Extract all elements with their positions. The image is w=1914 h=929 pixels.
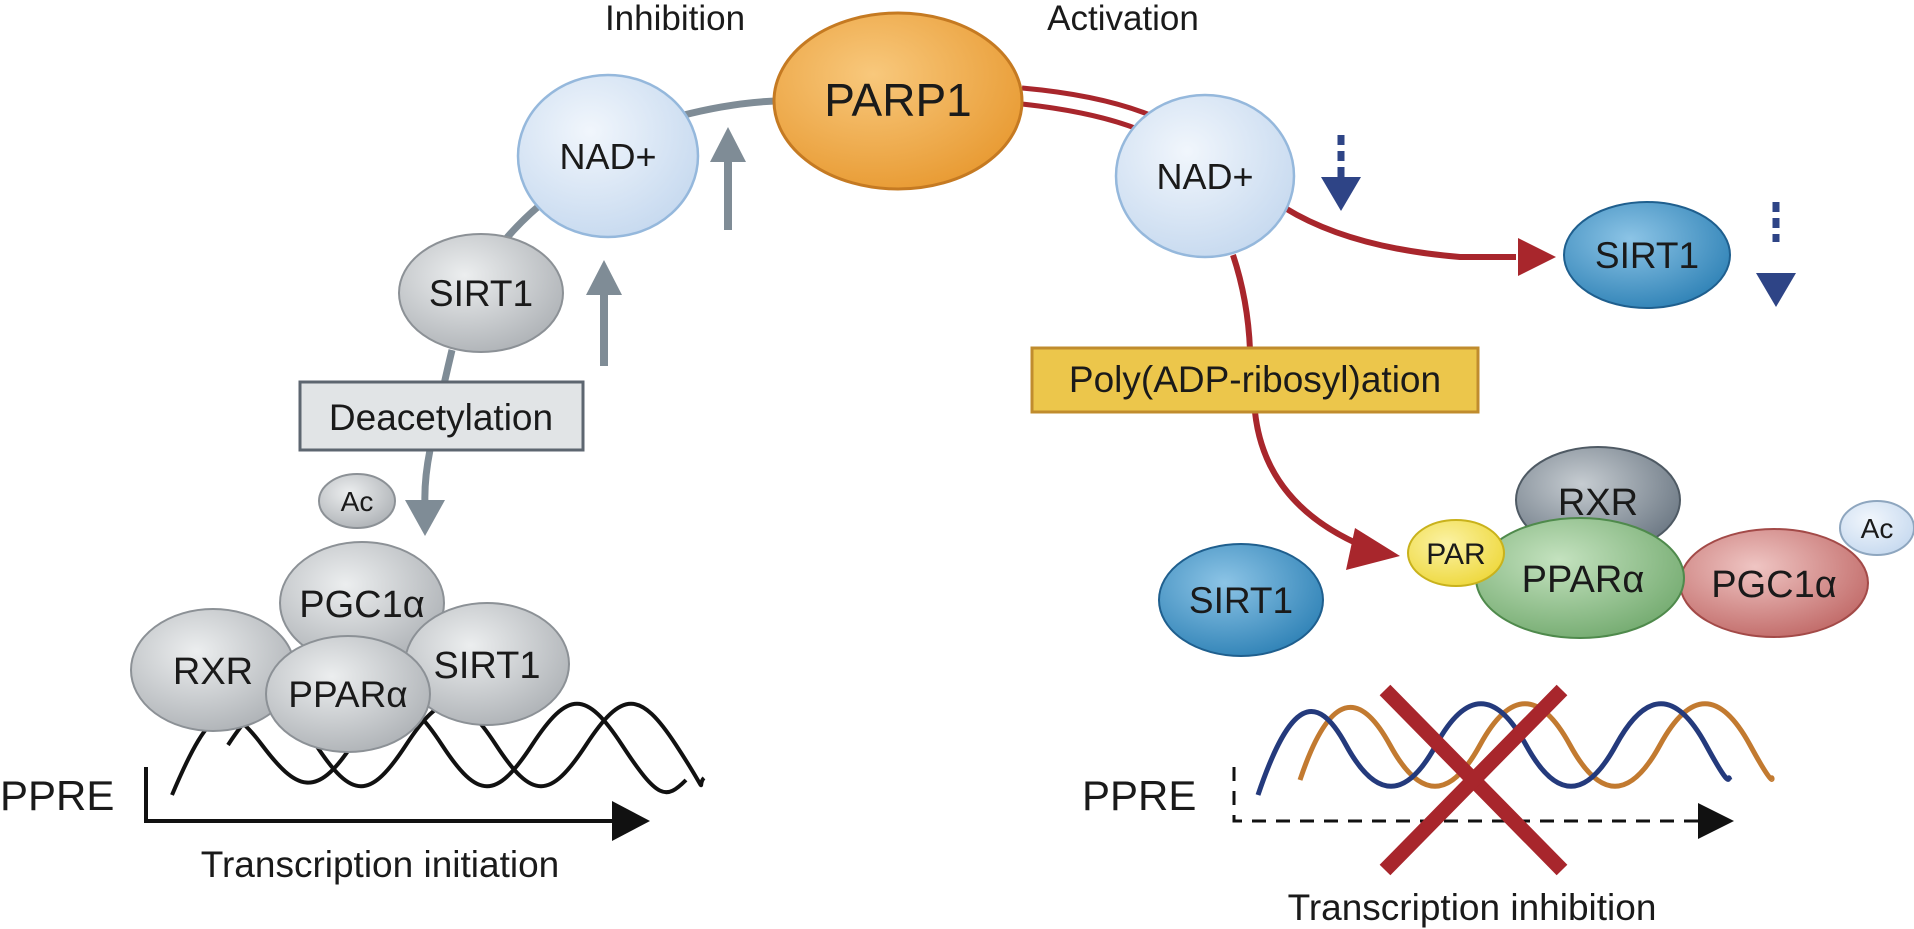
nad-left-label: NAD+ (559, 136, 656, 177)
red-arrowhead-complex (1346, 528, 1400, 570)
ppre-left-label: PPRE (0, 772, 114, 819)
rxr-right-label: RXR (1558, 482, 1638, 524)
pgc1a-right-label: PGC1α (1711, 564, 1836, 606)
red-arrow-to-complex (1252, 411, 1367, 550)
parp1-label: PARP1 (824, 74, 971, 126)
parp1-node: PARP1 (772, 11, 1024, 191)
dotted-down-arrow-2-head (1756, 273, 1796, 307)
ppara-node-right: PPARα (1475, 517, 1685, 639)
par-label: PAR (1426, 538, 1485, 571)
poly-adp-ribosylation-label: Poly(ADP-ribosyl)ation (1069, 359, 1441, 400)
up-arrow-head-2 (586, 260, 622, 295)
promoter-arrowhead-left (612, 801, 650, 841)
red-double-line-bottom (1021, 101, 1141, 133)
up-arrow-head-1 (710, 127, 746, 162)
transcription-inhibition-label: Transcription inhibition (1288, 887, 1657, 928)
red-arrowhead-sirt1 (1518, 238, 1556, 276)
dotted-down-arrow-1-head (1321, 177, 1361, 211)
activation-label: Activation (1047, 0, 1199, 38)
left-ppre-promoter: PPRE Transcription initiation (0, 767, 650, 885)
deacetylation-box: Deacetylation (298, 380, 585, 452)
ppre-right-label: PPRE (1082, 772, 1196, 819)
red-arrow-to-sirt1 (1283, 205, 1516, 260)
sirt1-node-right-top: SIRT1 (1563, 201, 1731, 309)
promoter-line-right (1232, 767, 1700, 823)
pgc1a-node-left: PGC1α (279, 541, 445, 665)
deacetylation-label: Deacetylation (329, 397, 553, 438)
gray-arc-connector (679, 97, 776, 120)
dna-strand-orange (1297, 701, 1775, 789)
promoter-line-left (144, 767, 620, 823)
gray-down-arrowhead (405, 500, 445, 536)
par-node: PAR (1407, 519, 1505, 587)
sirt1-right-bottom-label: SIRT1 (1189, 580, 1293, 621)
rxr-node-left: RXR (130, 608, 296, 732)
ac-node-right: Ac (1839, 500, 1914, 556)
inhibition-label: Inhibition (605, 0, 745, 38)
red-double-line-top (1021, 85, 1151, 118)
ppara-right-label: PPARα (1522, 559, 1645, 601)
ac-node-left: Ac (318, 473, 396, 529)
poly-adp-ribosylation-box: Poly(ADP-ribosyl)ation (1030, 346, 1480, 414)
left-transcription-complex: PGC1α RXR SIRT1 PPARα (130, 541, 570, 753)
sirt1-complex-left-label: SIRT1 (433, 645, 540, 687)
promoter-arrowhead-right (1698, 803, 1734, 839)
pgc1a-node-right: PGC1α (1679, 528, 1869, 638)
inhibition-cross-icon (1379, 684, 1568, 876)
right-dna-helix (1255, 701, 1775, 796)
ac-left-label: Ac (341, 486, 374, 517)
rxr-left-label: RXR (173, 651, 253, 693)
sirt1-left-label: SIRT1 (429, 273, 533, 314)
sirt1-node-left: SIRT1 (398, 233, 564, 353)
activation-pathway: Activation (1021, 0, 1796, 570)
nad-node-left: NAD+ (516, 73, 700, 239)
ac-right-label: Ac (1861, 513, 1894, 544)
nad-right-label: NAD+ (1156, 156, 1253, 197)
right-transcription-complex: SIRT1 RXR PGC1α PPARα PAR Ac (1158, 446, 1914, 657)
dna-strand-1 (170, 701, 688, 796)
sirt1-node-complex-left: SIRT1 (404, 602, 570, 726)
red-line-to-poly-box (1230, 254, 1253, 351)
sirt1-right-top-label: SIRT1 (1595, 235, 1699, 276)
pgc1a-left-label: PGC1α (299, 584, 424, 626)
nad-node-right: NAD+ (1114, 93, 1296, 259)
ppara-node-left: PPARα (265, 635, 431, 753)
transcription-initiation-label: Transcription initiation (201, 844, 560, 885)
sirt1-node-right-bottom: SIRT1 (1158, 543, 1324, 657)
gray-arc-nad-sirt1 (502, 202, 543, 243)
ppara-left-label: PPARα (288, 674, 407, 715)
right-ppre-promoter: PPRE Transcription inhibition (1082, 767, 1734, 928)
